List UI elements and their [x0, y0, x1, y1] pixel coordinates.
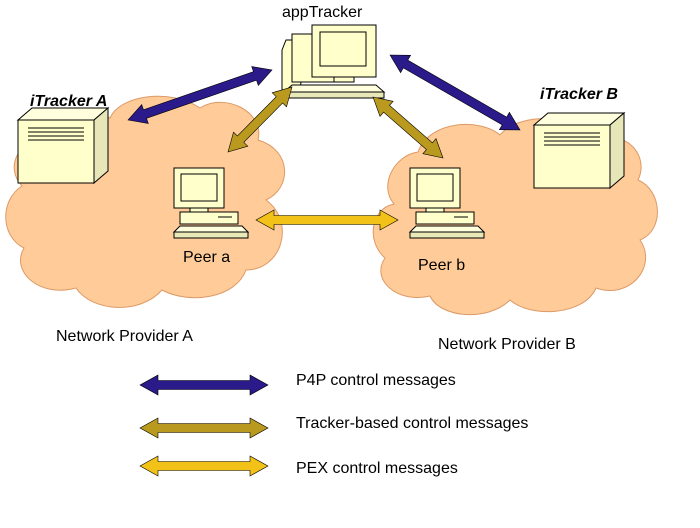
app-tracker-computer-icon — [281, 24, 386, 99]
arrow-group — [127, 54, 521, 231]
legend-label-p4p: P4P control messages — [296, 372, 456, 389]
itracker-a-server-icon — [17, 107, 109, 184]
itracker-b-server-icon — [533, 112, 625, 189]
legend: P4P control messages Tracker-based contr… — [139, 372, 528, 477]
app-tracker-label: appTracker — [282, 4, 363, 21]
tracker-arrow-peer-a — [227, 86, 293, 153]
legend-arrow-p4p — [139, 374, 269, 396]
legend-label-tracker: Tracker-based control messages — [296, 415, 528, 432]
network-provider-a-label: Network Provider A — [56, 328, 193, 345]
p4p-arrow-itracker-a — [127, 66, 273, 124]
itracker-b-label: iTracker B — [540, 86, 618, 103]
p4p-arrow-itracker-b — [389, 54, 521, 131]
peer-b-label: Peer b — [418, 257, 465, 274]
pex-arrow-peers — [255, 209, 399, 231]
legend-arrow-pex — [139, 455, 269, 477]
legend-arrow-tracker — [139, 417, 269, 439]
tracker-arrow-peer-b — [372, 96, 444, 159]
network-provider-b-label: Network Provider B — [438, 336, 576, 353]
itracker-a-label: iTracker A — [30, 93, 107, 110]
peer-a-label: Peer a — [183, 249, 230, 266]
legend-label-pex: PEX control messages — [296, 460, 458, 477]
